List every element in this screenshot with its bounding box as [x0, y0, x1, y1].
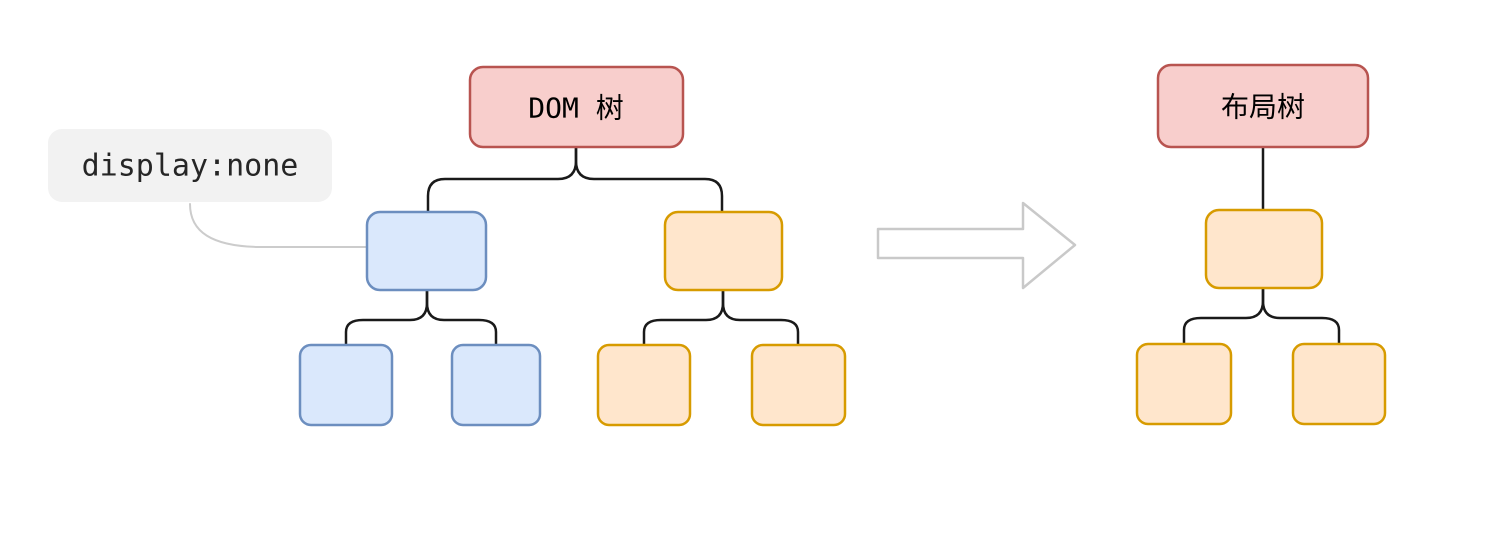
dom-tree-hidden-subtree-parent-node	[365, 210, 488, 292]
dom-tree-visible-subtree-parent-node	[663, 210, 784, 292]
dom-tree-connectors	[344, 144, 800, 347]
dom-tree: DOM 树	[298, 65, 847, 427]
dom-tree-hidden-subtree-child-node-2	[450, 343, 542, 427]
layout-tree-parent-node	[1204, 208, 1324, 290]
annotation-connector-line	[189, 203, 368, 248]
display-none-annotation-box	[48, 129, 332, 202]
connector-root-to-blue-parent	[426, 144, 578, 214]
connector-root-to-orange-parent	[574, 144, 724, 214]
connector-blue-parent-to-child-2	[425, 288, 498, 347]
dom-tree-hidden-subtree-child-node-1	[298, 343, 394, 427]
dom-tree-visible-subtree-child-node-2	[750, 343, 847, 427]
dom-tree-visible-subtree-child-node-1	[596, 343, 692, 427]
display-none-annotation-text: display:none	[82, 149, 299, 184]
layout-tree-connectors	[1182, 145, 1341, 346]
connector-orange-parent-to-child-1	[642, 288, 725, 347]
layout-tree-root-node	[1156, 63, 1370, 149]
connector-layout-parent-to-child-2	[1261, 286, 1341, 346]
connector-blue-parent-to-child-1	[344, 288, 429, 347]
dom-tree-root-node	[468, 65, 685, 149]
connector-layout-parent-to-child-1	[1182, 286, 1265, 346]
layout-tree-child-node-2	[1291, 342, 1387, 426]
layout-tree-root-label: 布局树	[1221, 91, 1305, 124]
dom-tree-root-label: DOM 树	[528, 92, 623, 125]
layout-tree-child-node-1	[1135, 342, 1233, 426]
layout-tree: 布局树	[1135, 63, 1387, 426]
connector-orange-parent-to-child-2	[721, 288, 800, 347]
right-arrow-icon	[876, 201, 1077, 290]
display-none-annotation: display:none	[48, 129, 332, 202]
